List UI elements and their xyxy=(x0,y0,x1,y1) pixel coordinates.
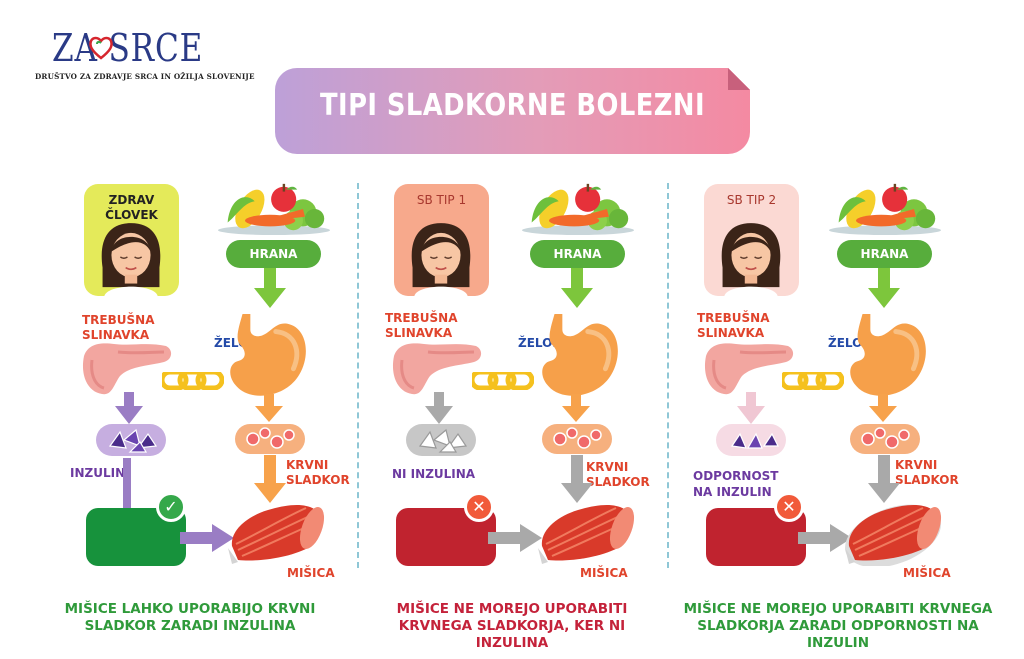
chain-icon xyxy=(472,372,534,390)
food-icon xyxy=(829,183,941,236)
arrow-down-icon xyxy=(254,268,286,308)
arrow-right-icon xyxy=(180,524,234,552)
title-banner xyxy=(275,68,750,154)
blood-sugar-label: KRVNI SLADKOR xyxy=(286,458,350,487)
pancreas-icon xyxy=(81,341,173,396)
person-icon xyxy=(410,222,472,296)
stomach-icon xyxy=(528,312,628,402)
card-label: ZDRAV ČLOVEK xyxy=(105,193,158,222)
blood-sugar-icon xyxy=(850,424,920,454)
chain-icon xyxy=(782,372,844,390)
card-label: SB TIP 1 xyxy=(416,193,467,207)
check-icon: ✓ xyxy=(156,492,186,522)
caption: MIŠICE LAHKO UPORABIJO KRVNI SLADKOR ZAR… xyxy=(64,601,316,634)
logo-subtitle: DRUŠTVO ZA ZDRAVJE SRCA IN OŽILJA SLOVEN… xyxy=(35,72,255,81)
muscle-label: MIŠICA xyxy=(903,566,951,580)
muscle-icon xyxy=(228,502,328,565)
muscle-label: MIŠICA xyxy=(580,566,628,580)
stomach-icon xyxy=(216,312,316,402)
pancreas-label: TREBUŠNA SLINAVKA xyxy=(385,311,458,340)
food-icon xyxy=(522,183,634,236)
arrow-down-icon xyxy=(562,394,590,422)
insulin-icon xyxy=(96,424,166,456)
blood-sugar-icon xyxy=(542,424,612,454)
blood-sugar-label: KRVNI SLADKOR xyxy=(586,460,650,489)
arrow-down-icon xyxy=(869,394,897,422)
arrow-down-icon xyxy=(737,392,765,424)
page-title: TIPI SLADKORNE BOLEZNI xyxy=(320,88,705,123)
caption: MIŠICE NE MOREJO UPORABITI KRVNEGA SLADK… xyxy=(396,601,628,651)
logo: ZA SRCE xyxy=(52,26,204,70)
arrow-down-icon xyxy=(561,268,593,308)
food-label: HRANA xyxy=(837,240,932,268)
arrow-down-icon xyxy=(868,455,900,503)
arrow-down-icon xyxy=(255,394,283,422)
arrow-down-icon xyxy=(254,455,286,503)
insulin-label: INZULIN xyxy=(70,466,126,480)
arrow-down-icon xyxy=(868,268,900,308)
muscle-icon xyxy=(538,502,638,565)
muscle-icon xyxy=(845,502,945,566)
arrow-connector xyxy=(123,458,131,508)
blood-sugar-label: KRVNI SLADKOR xyxy=(895,458,959,487)
food-label: HRANA xyxy=(530,240,625,268)
insulin-label: NI INZULINA xyxy=(392,467,476,481)
insulin-label: ODPORNOST NA INZULIN xyxy=(693,469,779,499)
chain-icon xyxy=(162,372,224,390)
pancreas-icon xyxy=(703,341,795,396)
arrow-right-icon xyxy=(798,524,852,552)
reduced-insulin-icon xyxy=(716,424,786,456)
arrow-down-icon xyxy=(115,392,143,424)
pancreas-label: TREBUŠNA SLINAVKA xyxy=(697,311,770,340)
cross-icon: ✕ xyxy=(464,492,494,522)
cross-icon: ✕ xyxy=(774,492,804,522)
banner-fold-icon xyxy=(728,68,750,90)
person-icon xyxy=(720,222,782,296)
arrow-down-icon xyxy=(425,392,453,424)
heart-icon xyxy=(89,36,113,60)
food-label: HRANA xyxy=(226,240,321,268)
arrow-down-icon xyxy=(561,455,593,503)
food-icon xyxy=(218,183,330,236)
divider xyxy=(667,183,669,568)
pancreas-label: TREBUŠNA SLINAVKA xyxy=(82,313,155,342)
muscle-label: MIŠICA xyxy=(287,566,335,580)
card-label: SB TIP 2 xyxy=(726,193,777,207)
caption: MIŠICE NE MOREJO UPORABITI KRVNEGA SLADK… xyxy=(683,601,993,651)
stomach-icon xyxy=(836,312,936,402)
no-insulin-icon xyxy=(406,424,476,456)
arrow-right-icon xyxy=(488,524,542,552)
blood-sugar-icon xyxy=(235,424,305,454)
pancreas-icon xyxy=(391,341,483,396)
person-icon xyxy=(100,222,162,296)
divider xyxy=(357,183,359,568)
